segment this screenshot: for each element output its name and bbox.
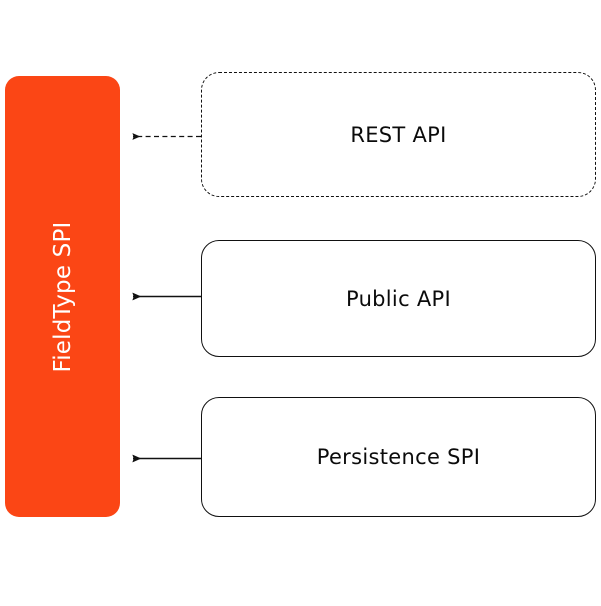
node-fieldtype-spi[interactable]: FieldType SPI [5,76,120,517]
node-persistence-spi-label: Persistence SPI [316,445,481,469]
node-fieldtype-spi-label: FieldType SPI [49,220,76,373]
node-rest-api-label: REST API [350,122,447,147]
node-public-api[interactable]: Public API [201,240,596,357]
node-rest-api[interactable]: REST API [201,72,596,197]
node-public-api-label: Public API [345,286,452,311]
node-persistence-spi[interactable]: Persistence SPI [201,397,596,517]
